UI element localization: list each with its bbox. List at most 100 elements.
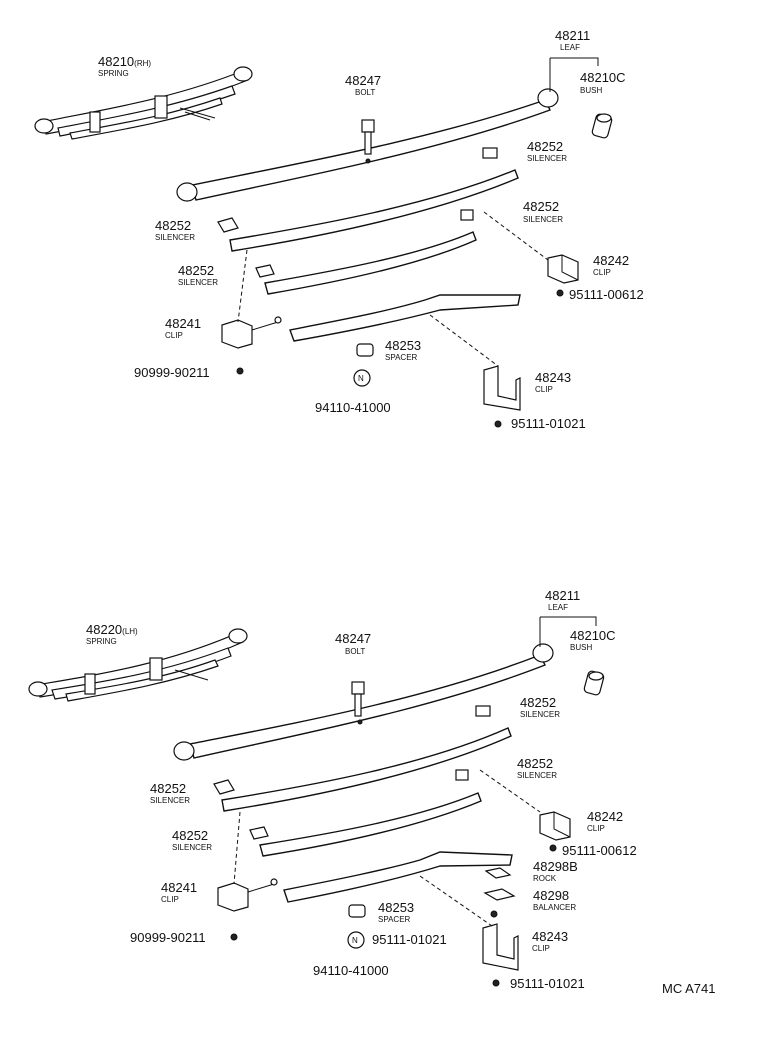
name-bolt-top: BOLT [355, 88, 375, 97]
clip-48241-top [221, 316, 282, 349]
part-no-silencer-1-top: 48252 [527, 139, 563, 154]
leaf-3-bottom [259, 792, 482, 857]
name-leaf-top: LEAF [560, 43, 580, 52]
part-no-screw-b-top: 95111-01021 [511, 416, 586, 431]
balancer-48298 [483, 888, 516, 901]
screw-icon-r-top [556, 289, 564, 297]
silencer-a-top [482, 147, 498, 159]
leaf-3-top [264, 231, 477, 295]
leaf-2-top [229, 169, 519, 252]
name-spacer-top: SPACER [385, 353, 418, 362]
rivet-icon-bottom [230, 933, 238, 941]
nut-94110-bottom: N [347, 931, 365, 949]
name-clip-r-top: CLIP [593, 268, 611, 277]
screw-icon-r-bottom [549, 844, 557, 852]
name-clip-b-top: CLIP [535, 385, 553, 394]
silencer-b-top [460, 209, 474, 221]
svg-text:N: N [352, 936, 358, 945]
part-no-rivet-bottom: 90999-90211 [130, 930, 206, 945]
part-no-bush-top: 48210C [580, 70, 626, 85]
clip-48243-bottom [482, 923, 519, 971]
clip-48242-top [547, 254, 579, 284]
name-silencer-4-top: SILENCER [178, 278, 218, 287]
part-no-spacer-top: 48253 [385, 338, 421, 353]
leaf-48211-bottom [173, 643, 554, 761]
part-no-clip-l-top: 48241 [165, 316, 201, 331]
part-no-screw-mid-bottom: 95111-01021 [372, 932, 447, 947]
svg-text:48220(LH): 48220(LH) [86, 622, 138, 637]
name-spring-top: SPRING [98, 69, 129, 78]
part-no-bolt-top: 48247 [345, 73, 381, 88]
part-no-spacer-bottom: 48253 [378, 900, 414, 915]
guide-line-r-bottom [479, 769, 541, 813]
part-no-silencer-3-top: 48252 [155, 218, 191, 233]
part-no-nut-bottom: 94110-41000 [313, 963, 389, 978]
part-no-clip-r-bottom: 48242 [587, 809, 623, 824]
name-silencer-1-bottom: SILENCER [520, 710, 560, 719]
guide-line-r-top [483, 211, 549, 261]
screw-icon-b-top [494, 420, 502, 428]
silencer-c-bottom [213, 779, 235, 795]
part-no-clip-b-bottom: 48243 [532, 929, 568, 944]
guide-line-b-bottom [419, 875, 496, 929]
leaf-4-top [289, 294, 521, 342]
bolt-48247-top [361, 119, 375, 155]
name-silencer-2-bottom: SILENCER [517, 771, 557, 780]
name-spring-bottom: SPRING [86, 637, 117, 646]
svg-text:N: N [358, 374, 364, 383]
rivet-icon-top [236, 367, 244, 375]
name-bush-top: BUSH [580, 86, 602, 95]
bottom-assembly: N 48220(LH) SPRING 48211 LEAF 48210C BUS… [28, 588, 637, 991]
part-no-bush-bottom: 48210C [570, 628, 616, 643]
part-no-silencer-3-bottom: 48252 [150, 781, 186, 796]
bush-48210c-top [591, 113, 613, 139]
bolt-48247-bottom [351, 681, 365, 717]
spacer-48253-top [356, 343, 374, 357]
screw-icon-b-bottom [492, 979, 500, 987]
bush-48210c-bottom [583, 670, 605, 696]
silencer-c-top [217, 217, 239, 233]
name-clip-l-bottom: CLIP [161, 895, 179, 904]
part-no-rivet-top: 90999-90211 [134, 365, 210, 380]
name-rock: ROCK [533, 874, 557, 883]
spring-assembly-illustration-lh [28, 628, 248, 702]
part-no-silencer-2-bottom: 48252 [517, 756, 553, 771]
part-no-nut-top: 94110-41000 [315, 400, 391, 415]
screw-icon-mid-bottom [490, 910, 498, 918]
part-no-screw-r-top: 95111-00612 [569, 287, 644, 302]
part-no-silencer-1-bottom: 48252 [520, 695, 556, 710]
name-silencer-1-top: SILENCER [527, 154, 567, 163]
name-clip-l-top: CLIP [165, 331, 183, 340]
part-no-leaf-bottom: 48211 [545, 588, 580, 603]
part-no-clip-b-top: 48243 [535, 370, 571, 385]
part-no-leaf-top: 48211 [555, 28, 590, 43]
silencer-b-bottom [455, 769, 469, 781]
diagram-code: MC A741 [662, 981, 715, 996]
nut-94110-top: N [353, 369, 371, 387]
clip-48241-bottom [217, 878, 278, 912]
guide-line-l-bottom [233, 811, 241, 885]
part-no-silencer-2-top: 48252 [523, 199, 559, 214]
name-leaf-bottom: LEAF [548, 603, 568, 612]
part-no-spring-rh: 48210 [98, 54, 134, 69]
part-no-bolt-bottom: 48247 [335, 631, 371, 646]
spacer-48253-bottom [348, 904, 366, 918]
guide-line-b-top [429, 314, 499, 367]
name-balancer: BALANCER [533, 903, 576, 912]
silencer-d-top [255, 264, 275, 278]
top-assembly: N 48210(RH) SPRING 48211 LEAF 48210C BUS… [34, 28, 644, 431]
part-no-clip-r-top: 48242 [593, 253, 629, 268]
leader-leaf-top [549, 57, 599, 92]
name-spacer-bottom: SPACER [378, 915, 411, 924]
name-clip-b-bottom: CLIP [532, 944, 550, 953]
leader-leaf-bottom [539, 616, 597, 647]
clip-48242-bottom [539, 811, 571, 841]
spring-side-lh: (LH) [122, 627, 138, 636]
name-silencer-4-bottom: SILENCER [172, 843, 212, 852]
part-no-rock: 48298B [533, 859, 578, 874]
rock-48298b [484, 867, 512, 879]
name-silencer-2-top: SILENCER [523, 215, 563, 224]
name-silencer-3-bottom: SILENCER [150, 796, 190, 805]
